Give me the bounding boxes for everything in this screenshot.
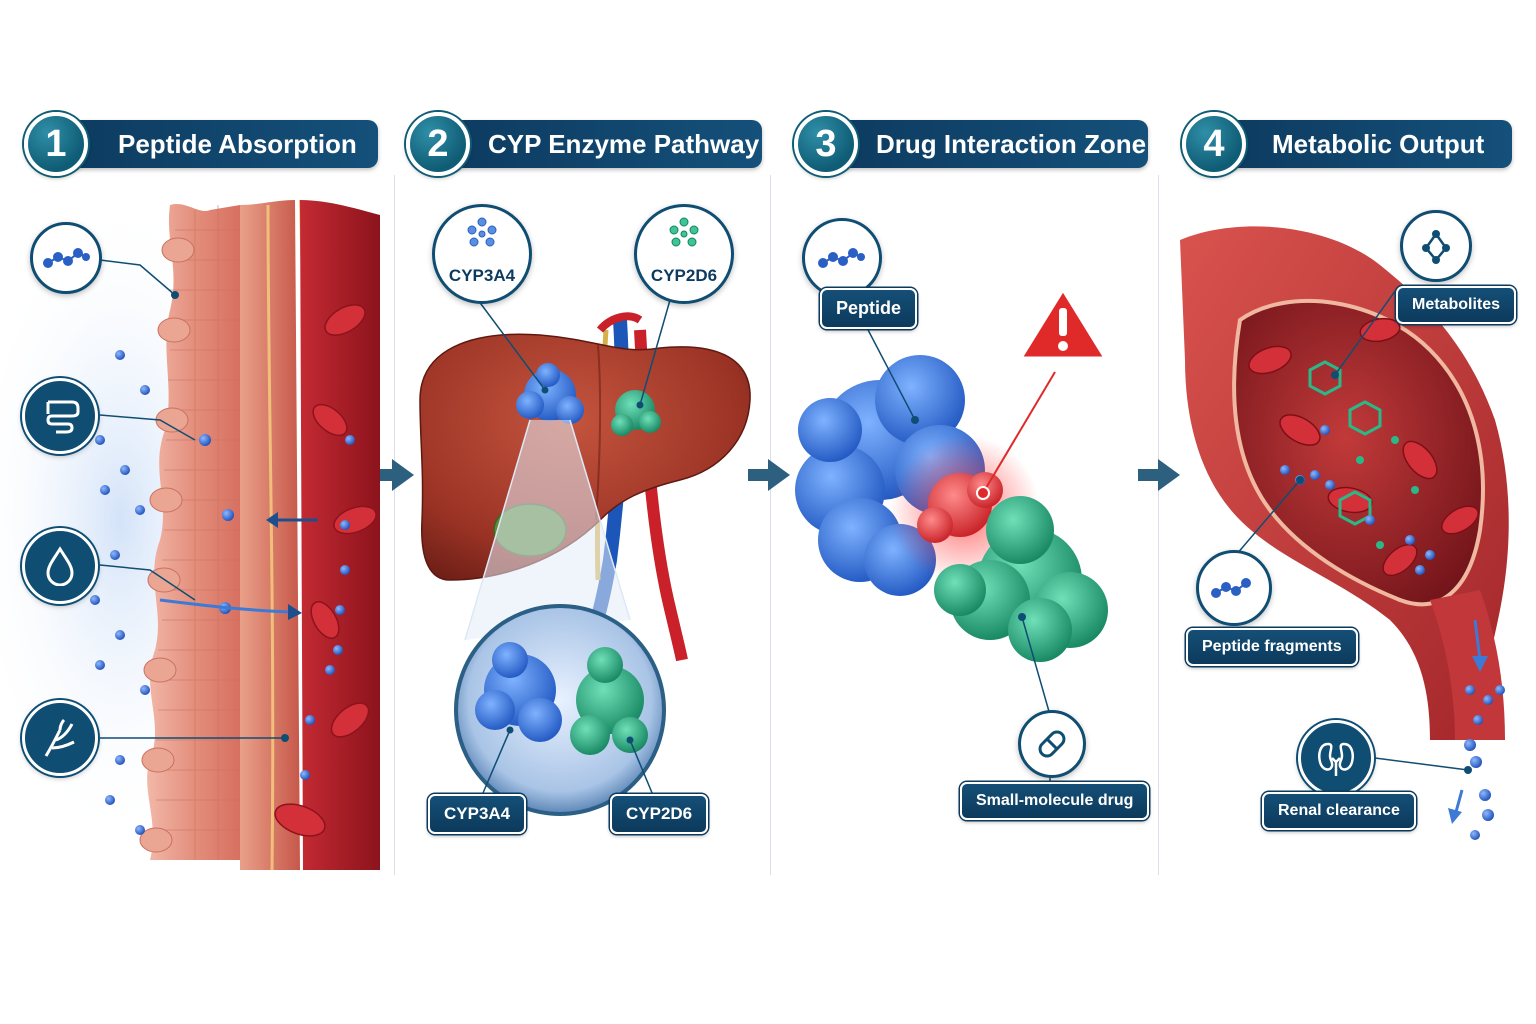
step-header-1: 1 Peptide Absorption bbox=[24, 112, 378, 176]
step-number: 3 bbox=[794, 112, 858, 176]
step-number: 4 bbox=[1182, 112, 1246, 176]
panel-divider bbox=[394, 175, 395, 875]
step-number: 2 bbox=[406, 112, 470, 176]
metabolite-molecule-icon bbox=[1400, 210, 1472, 282]
flow-arrow-icon bbox=[372, 459, 414, 491]
peptide-chain-icon bbox=[802, 218, 882, 298]
step-title: Drug Interaction Zone bbox=[876, 129, 1147, 159]
intestine-icon bbox=[22, 378, 98, 454]
cyp3a4-bottom-label: CYP3A4 bbox=[428, 794, 527, 834]
panel-divider bbox=[1158, 175, 1159, 875]
peptide-chain-icon bbox=[30, 222, 102, 294]
metabolites-label: Metabolites bbox=[1396, 286, 1517, 324]
molecule-icon bbox=[467, 217, 497, 247]
cyp3a4-top-label: CYP3A4 bbox=[448, 266, 516, 285]
step-title: CYP Enzyme Pathway bbox=[488, 129, 760, 159]
step-header-2: 2 CYP Enzyme Pathway bbox=[406, 112, 762, 176]
cyp2d6-bottom-label: CYP2D6 bbox=[610, 794, 709, 834]
step-number: 1 bbox=[24, 112, 88, 176]
renal-clearance-label: Renal clearance bbox=[1262, 792, 1416, 830]
peptide-fragments-label: Peptide fragments bbox=[1186, 628, 1358, 666]
molecule-icon bbox=[669, 217, 699, 247]
vessel-branch-icon bbox=[22, 700, 98, 776]
flow-arrow-icon bbox=[1138, 459, 1180, 491]
panel-divider bbox=[770, 175, 771, 875]
step-header-3: 3 Drug Interaction Zone bbox=[794, 112, 1148, 176]
step-title: Metabolic Output bbox=[1272, 129, 1485, 159]
pill-icon bbox=[1018, 710, 1086, 778]
cyp2d6-top-label: CYP2D6 bbox=[650, 266, 718, 285]
flow-arrow-icon bbox=[748, 459, 790, 491]
small-molecule-drug-label: Small-molecule drug bbox=[960, 782, 1150, 820]
step-header-4: 4 Metabolic Output bbox=[1182, 112, 1512, 176]
kidney-icon bbox=[1298, 720, 1374, 796]
step-title: Peptide Absorption bbox=[118, 129, 357, 159]
peptide-fragment-icon bbox=[1196, 550, 1272, 626]
droplet-icon bbox=[22, 528, 98, 604]
peptide-label: Peptide bbox=[820, 288, 918, 329]
